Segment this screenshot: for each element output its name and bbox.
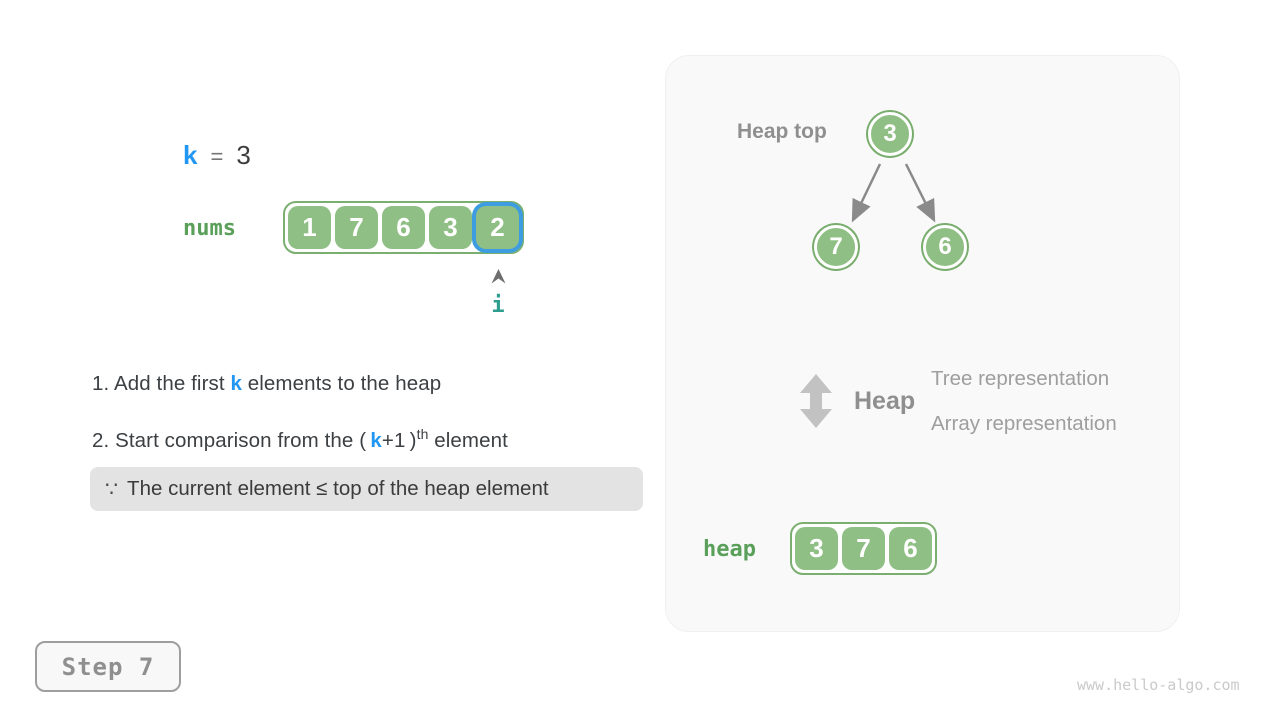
nums-array: 1 7 6 3 2 [283,201,524,254]
k-assignment: k = 3 [183,140,251,171]
instruction-2-suffix: element [428,428,508,452]
up-down-arrow-icon [800,374,832,428]
array-representation-label: Array representation [931,412,1117,435]
nums-cell-1: 7 [335,206,378,249]
nums-array-label: nums [183,216,236,241]
heap-cell-1: 7 [842,527,885,570]
nums-cell-2: 6 [382,206,425,249]
instruction-2-superscript: th [416,426,429,442]
pointer-up-arrow-icon [491,269,506,284]
index-pointer-label: i [491,293,505,318]
condition-note-text: The current element ≤ top of the heap el… [127,477,549,500]
heap-cell-0: 3 [795,527,838,570]
heap-cell-2: 6 [889,527,932,570]
tree-node-right: 6 [923,225,967,269]
variable-k: k [183,140,198,170]
nums-cell-3: 3 [429,206,472,249]
instruction-2: 2. Start comparison from the ( k+1 )th e… [92,426,508,453]
nums-cell-0: 1 [288,206,331,249]
website-watermark: www.hello-algo.com [1077,676,1240,694]
heap-legend-title: Heap [854,387,916,415]
heap-top-label: Heap top [737,120,827,143]
instruction-1: 1. Add the first k elements to the heap [92,372,441,396]
instruction-1-k: k [230,372,242,395]
nums-cell-4-highlighted: 2 [476,206,519,249]
tree-node-left: 7 [814,225,858,269]
heap-array-label: heap [703,537,756,562]
instruction-1-prefix: 1. Add the first [92,372,231,395]
condition-note: ∵ The current element ≤ top of the heap … [90,467,643,511]
tree-representation-label: Tree representation [931,367,1110,390]
k-value: 3 [236,140,251,170]
instruction-2-k: k [370,428,382,452]
instruction-1-suffix: elements to the heap [241,372,442,395]
equals-sign: = [210,144,224,169]
step-indicator: Step 7 [35,641,181,692]
heap-array: 3 7 6 [790,522,937,575]
instruction-2-mid: +1 ) [381,428,417,452]
edge-root-to-left [851,163,882,223]
because-symbol: ∵ [105,477,119,501]
tree-node-root: 3 [868,112,912,156]
instruction-2-prefix: 2. Start comparison from the ( [92,428,371,452]
edge-root-to-right [904,163,936,223]
